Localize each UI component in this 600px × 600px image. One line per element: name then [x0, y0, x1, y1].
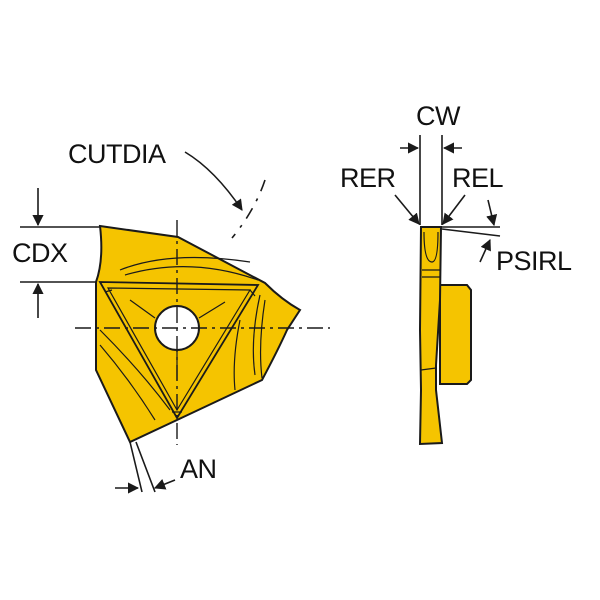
cutting-triangle — [98, 281, 260, 420]
insert-block — [439, 284, 472, 385]
cdx-dimension — [20, 188, 100, 318]
insert-top-view — [75, 220, 330, 445]
psirl-label: PSIRL — [496, 246, 572, 276]
cdx-label: CDX — [12, 238, 68, 268]
rer-label: RER — [340, 163, 396, 193]
insert-side-view — [394, 135, 501, 446]
an-label: AN — [180, 454, 217, 484]
an-dimension — [115, 441, 176, 494]
cutdia-dimension — [184, 151, 266, 239]
cw-label: CW — [416, 101, 460, 131]
cutdia-label: CUTDIA — [68, 139, 166, 169]
insert-blade — [418, 226, 444, 446]
rel-label: REL — [452, 163, 504, 193]
